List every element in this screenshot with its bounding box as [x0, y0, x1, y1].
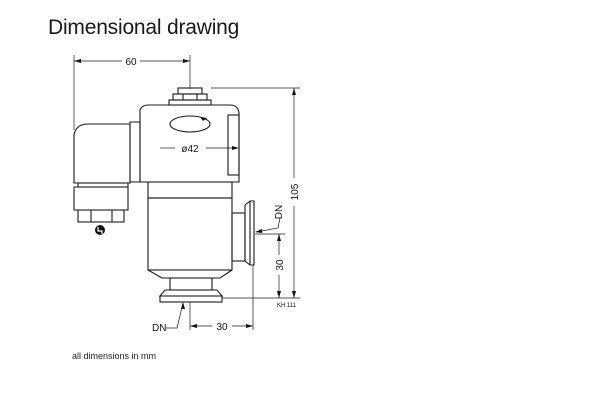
svg-text:DN: DN [152, 323, 166, 334]
dim-diameter-label: ø42 [181, 144, 199, 155]
ground-terminal-icon [95, 225, 105, 235]
footnote: all dimensions in mm [72, 351, 157, 361]
dimension-30-vertical: 30 [255, 233, 286, 298]
dim-60-label: 60 [125, 57, 137, 68]
svg-text:30: 30 [275, 259, 286, 271]
dimension-60: 60 [73, 55, 191, 130]
dim-dn-bottom: DN [152, 302, 185, 334]
coil-housing: ø42 [129, 104, 240, 183]
top-nut [168, 87, 212, 106]
svg-text:30: 30 [216, 322, 228, 333]
valve-body [147, 181, 233, 303]
side-flange [231, 200, 255, 266]
connector-plug [73, 123, 131, 235]
dim-dn-side: DN [255, 205, 285, 233]
svg-text:DN: DN [274, 205, 285, 219]
svg-text:105: 105 [290, 183, 301, 200]
dimension-105: 105 KH 111 [211, 87, 301, 309]
dimension-30-horizontal: 30 [189, 265, 254, 333]
drawing-code: KH 111 [277, 303, 297, 309]
page-title: Dimensional drawing [48, 16, 240, 39]
